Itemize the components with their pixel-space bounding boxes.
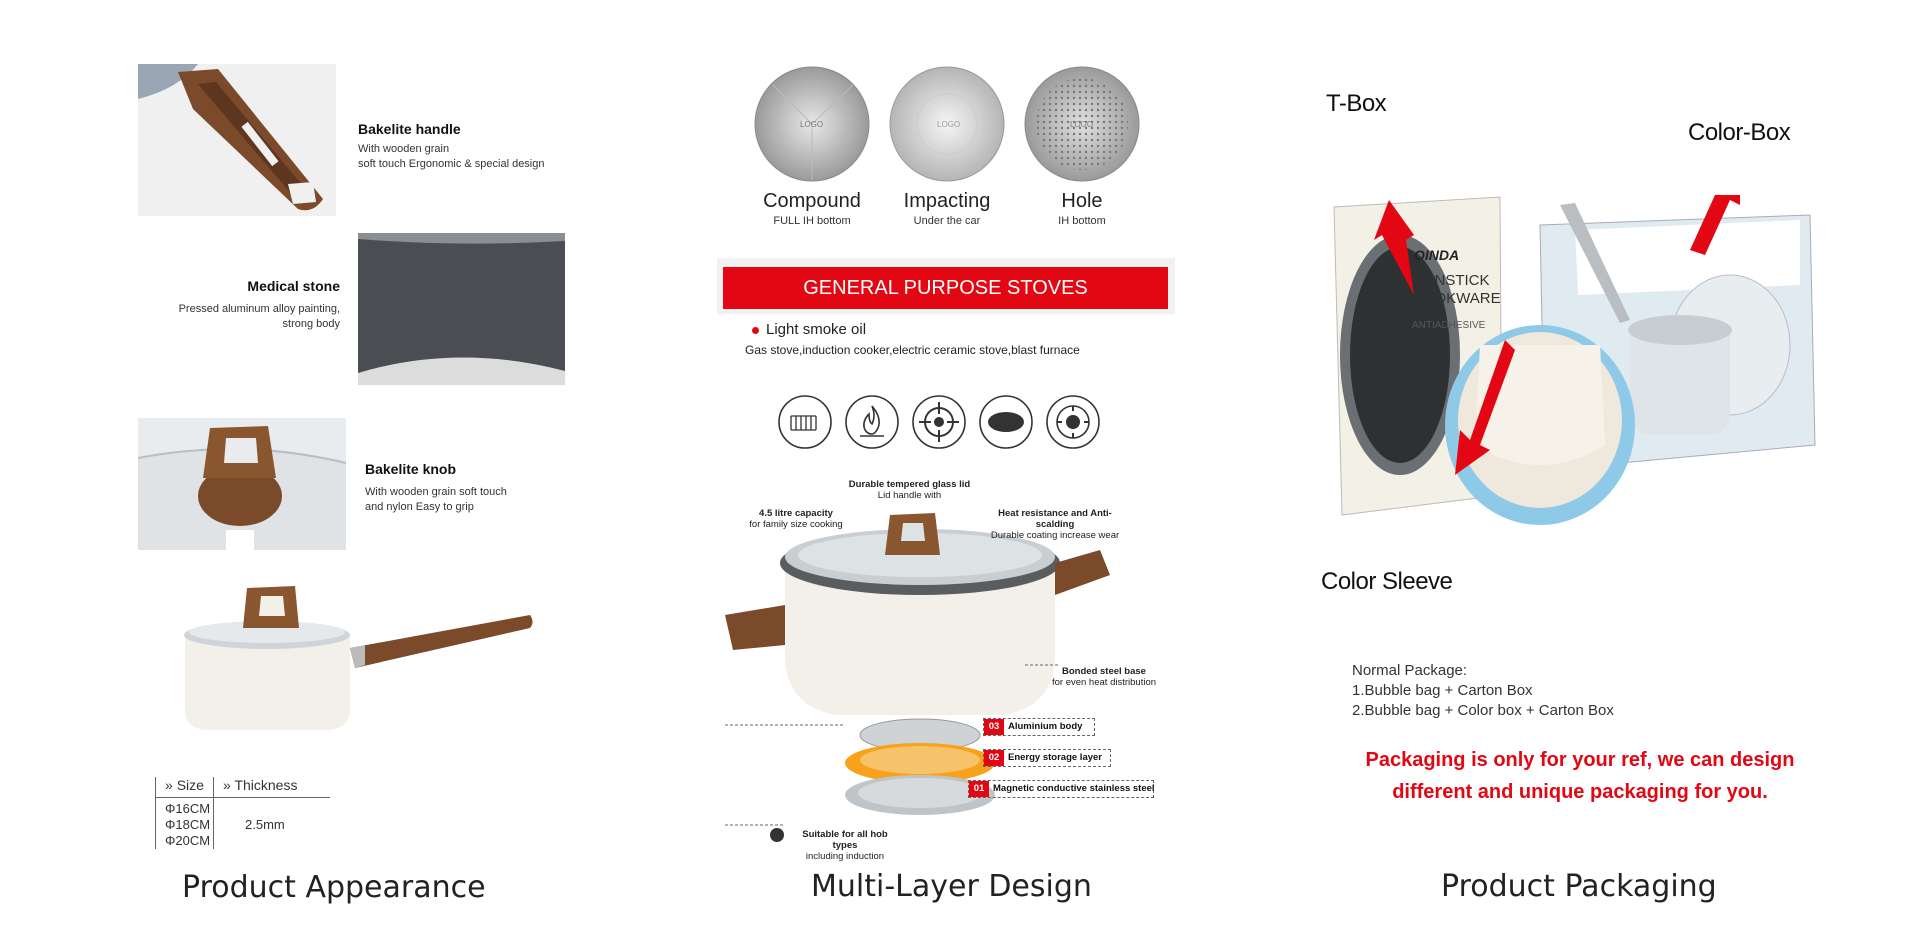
- disc-logo-text: LOGO: [1070, 120, 1094, 129]
- feature-title-stone: Medical stone: [247, 278, 340, 294]
- induction-coil-icon: [778, 395, 832, 449]
- layer-tag-energy: 02 Energy storage layer: [983, 749, 1111, 767]
- caption-product-packaging: Product Packaging: [1441, 869, 1717, 904]
- callout-base: Bonded steel base for even heat distribu…: [1051, 666, 1157, 688]
- stone-coating-photo: [358, 233, 565, 385]
- callout-lid: Durable tempered glass lid Lid handle wi…: [848, 479, 971, 501]
- label-tbox: T-Box: [1326, 90, 1387, 117]
- layer-tag-magnetic: 01 Magnetic conductive stainless steel: [968, 780, 1155, 798]
- electric-ceramic-plate-icon: [979, 395, 1033, 449]
- hob-icon: [770, 828, 784, 842]
- packaging-note-line-1: Packaging is only for your ref, we can d…: [1365, 749, 1795, 771]
- gas-burner-grate-icon: [912, 395, 966, 449]
- double-chevron-icon: »: [223, 777, 231, 793]
- size-cell: Φ20CM: [165, 833, 211, 848]
- brand-logo-text: OINDA: [1414, 247, 1460, 263]
- disc-label-hole: Hole IH bottom: [1058, 190, 1106, 227]
- feature-desc-stone-1: Pressed aluminum alloy painting,: [178, 303, 340, 315]
- feature-desc-stone-2: strong body: [282, 318, 340, 330]
- feature-desc-knob-1: With wooden grain soft touch: [365, 486, 507, 498]
- stone-coating-image: [358, 233, 565, 385]
- disc-hole-icon: [1024, 66, 1140, 182]
- general-purpose-stoves-banner: GENERAL PURPOSE STOVES: [723, 267, 1168, 309]
- blast-furnace-burner-icon: [1046, 395, 1100, 449]
- disc-impacting-icon: [889, 66, 1005, 182]
- box-line-1: NONSTICK: [1412, 272, 1490, 289]
- label-colorbox: Color-Box: [1688, 119, 1791, 146]
- bullet-desc: Gas stove,induction cooker,electric cera…: [745, 343, 1080, 357]
- packaging-photo: [1333, 195, 1816, 525]
- caption-product-appearance: Product Appearance: [182, 870, 486, 905]
- disc-logo-text: LOGO: [937, 120, 961, 129]
- normal-package-title: Normal Package:: [1352, 662, 1468, 679]
- size-cell: Φ16CM: [165, 801, 211, 816]
- bullet-dot-icon: [752, 327, 759, 334]
- bullet-title: Light smoke oil: [766, 321, 867, 338]
- knob-photo: [138, 418, 346, 550]
- box-small-text: ANTIADHESIVE: [1412, 320, 1486, 331]
- normal-package-item: 2.Bubble bag + Color box + Carton Box: [1352, 702, 1614, 719]
- feature-desc-handle-1: With wooden grain: [358, 143, 450, 155]
- disc-compound-icon: [754, 66, 870, 182]
- double-chevron-icon: »: [165, 777, 173, 793]
- thickness-cell: 2.5mm: [245, 817, 285, 832]
- feature-title-knob: Bakelite knob: [365, 461, 457, 477]
- size-header: » Size: [165, 777, 204, 793]
- box-line-2: COOKWARE: [1412, 290, 1501, 307]
- disc-logo-text: LOGO: [800, 120, 824, 129]
- multi-layer-pot-diagram: [725, 513, 1110, 826]
- normal-package-item: 1.Bubble bag + Carton Box: [1352, 682, 1533, 699]
- disc-label-compound: Compound FULL IH bottom: [763, 190, 861, 227]
- layer-tag-aluminium: 03 Aluminium body: [983, 718, 1095, 736]
- callout-capacity: 4.5 litre capacity for family size cooki…: [749, 508, 843, 530]
- handle-photo: [138, 64, 336, 216]
- callout-hob: Suitable for all hob types including ind…: [802, 829, 888, 862]
- caption-multi-layer-design: Multi-Layer Design: [811, 869, 1092, 904]
- label-color-sleeve: Color Sleeve: [1321, 568, 1453, 595]
- disc-label-impacting: Impacting Under the car: [903, 190, 991, 227]
- bakelite-knob-image: [138, 418, 346, 550]
- packaging-note-line-2: different and unique packaging for you.: [1392, 781, 1768, 803]
- saucepan-image: [184, 586, 533, 730]
- gas-flame-icon: [845, 395, 899, 449]
- size-cell: Φ18CM: [165, 817, 211, 832]
- thickness-header: » Thickness: [223, 777, 298, 793]
- feature-desc-knob-2: and nylon Easy to grip: [365, 501, 474, 513]
- callout-heat: Heat resistance and Anti-scalding Durabl…: [990, 508, 1120, 541]
- feature-desc-handle-2: soft touch Ergonomic & special design: [358, 158, 545, 170]
- bakelite-handle-image: [138, 64, 336, 216]
- feature-title-handle: Bakelite handle: [358, 121, 461, 137]
